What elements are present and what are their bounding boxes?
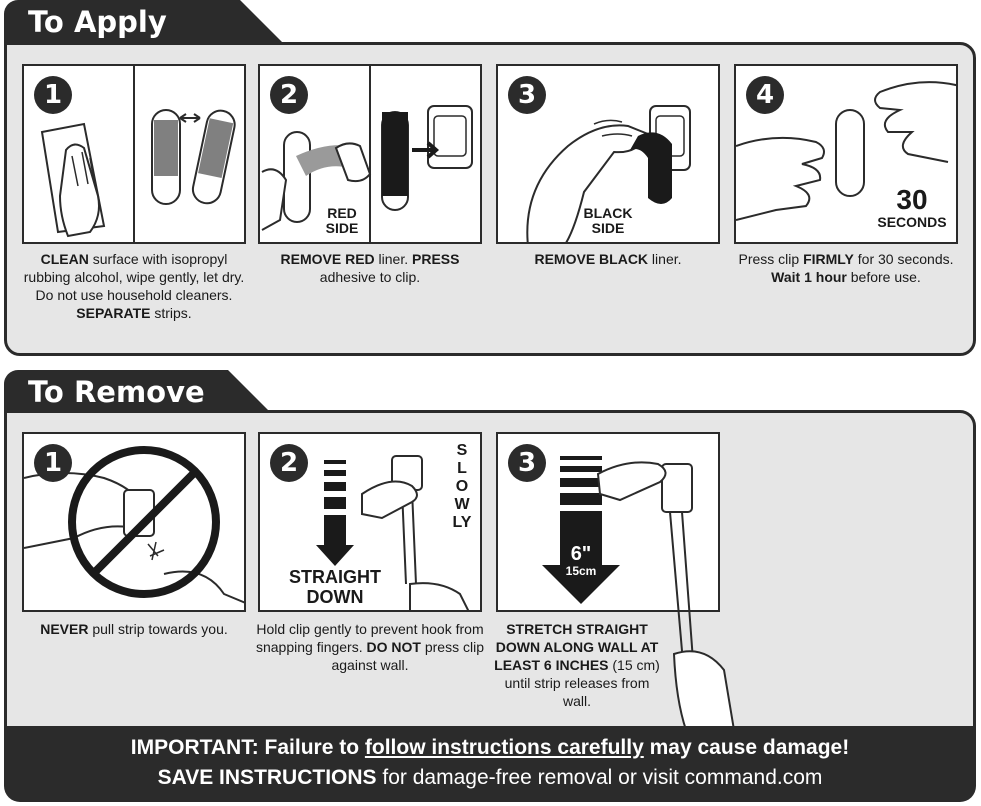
apply-section-title: To Apply xyxy=(4,0,284,44)
apply-step-4-panel: 4 30 SECONDS xyxy=(734,64,958,244)
remove-step-2-caption: Hold clip gently to prevent hook from sn… xyxy=(255,621,484,673)
remove-step-1-panel: 1 xyxy=(22,432,246,612)
stretch-down-illustration xyxy=(542,456,736,731)
step-number-badge: 2 xyxy=(270,76,308,114)
step-number-badge: 2 xyxy=(270,444,308,482)
step-number-badge: 3 xyxy=(508,444,546,482)
thirty-seconds-label: 30 SECONDS xyxy=(877,184,947,231)
important-warning: IMPORTANT: Failure to follow instruction… xyxy=(130,736,850,759)
apply-step-3-caption: REMOVE BLACK liner. xyxy=(534,251,682,267)
save-instructions-line: SAVE INSTRUCTIONS for damage-free remova… xyxy=(157,766,823,789)
apply-step-2-caption: REMOVE RED liner. PRESS adhesive to clip… xyxy=(280,251,460,285)
apply-step-4-caption: Press clip FIRMLY for 30 seconds. Wait 1… xyxy=(738,251,954,285)
step-number-badge: 3 xyxy=(508,76,546,114)
remove-black-liner-illustration xyxy=(526,105,691,242)
slowly-label: SLOWLY xyxy=(452,442,472,531)
never-pull-towards-illustration xyxy=(24,446,244,604)
step-number-badge: 1 xyxy=(34,76,72,114)
six-inches-label: 6" 15cm xyxy=(565,543,597,578)
remove-step-3-caption: STRETCH STRAIGHT DOWN ALONG WALL AT LEAS… xyxy=(494,621,660,709)
step-number-badge: 4 xyxy=(746,76,784,114)
apply-step-1-panel: 1 xyxy=(22,64,246,244)
remove-step-3-panel: 3 6" 15cm xyxy=(496,432,736,731)
remove-red-liner-illustration xyxy=(261,66,473,242)
important-footer: IMPORTANT: Failure to follow instruction… xyxy=(4,726,976,802)
apply-step-1-caption: CLEAN surface with isopropyl rubbing alc… xyxy=(23,251,245,321)
remove-section-title: To Remove xyxy=(4,370,272,414)
clean-surface-illustration xyxy=(40,66,236,242)
step-number-badge: 1 xyxy=(34,444,72,482)
straight-down-illustration xyxy=(316,455,470,610)
press-firmly-illustration xyxy=(736,81,956,221)
remove-step-1-caption: NEVER pull strip towards you. xyxy=(40,621,228,637)
